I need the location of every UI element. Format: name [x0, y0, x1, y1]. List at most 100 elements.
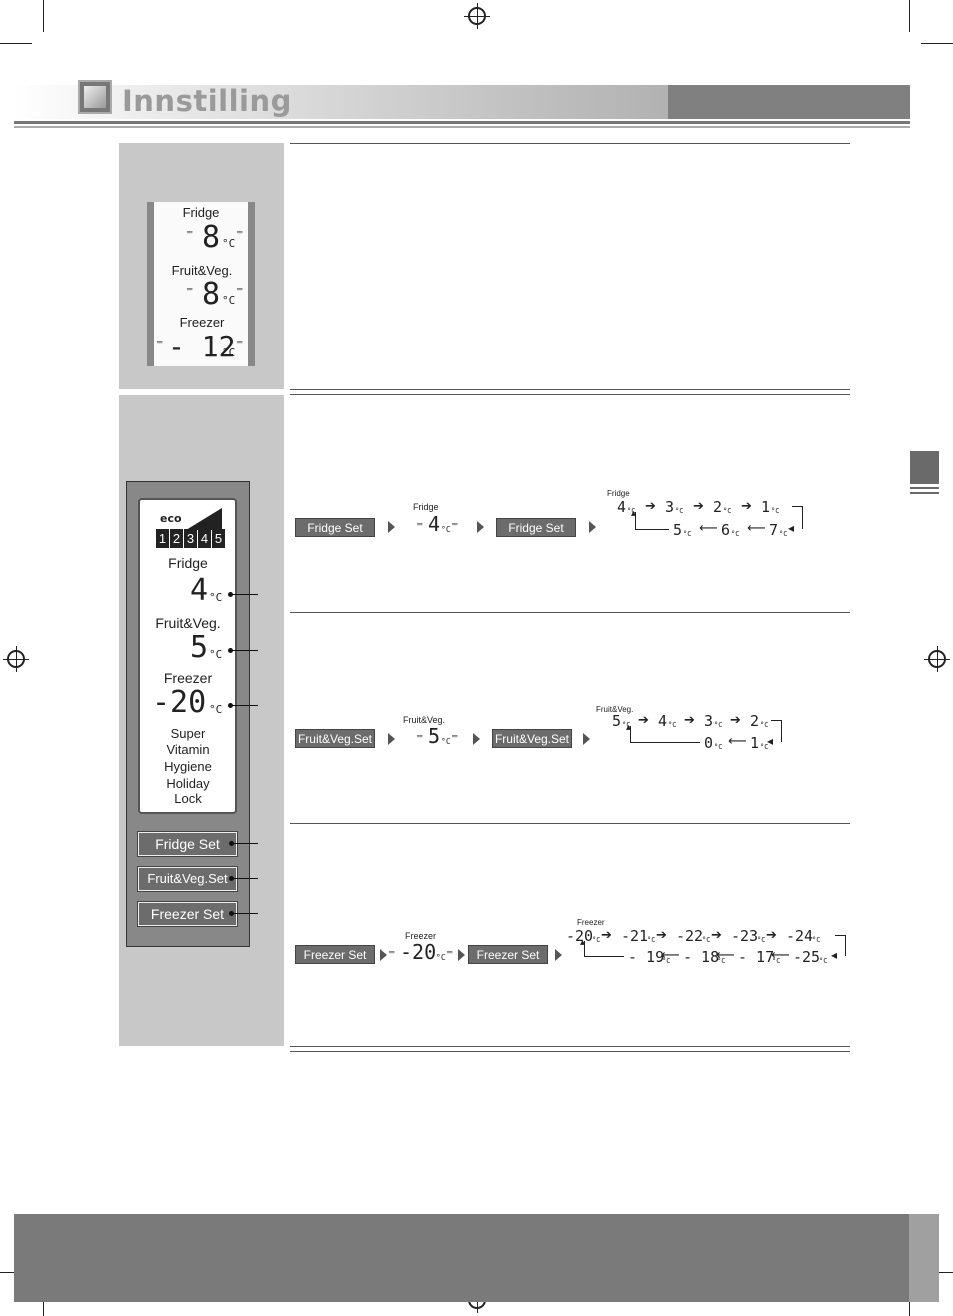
panel-freezer-label: Freezer — [163, 670, 213, 686]
cycle-connector — [630, 742, 700, 743]
cycle-arrow-icon: ⟵ — [771, 948, 790, 963]
cycle-connector — [792, 506, 802, 507]
eco-level-4: 4 — [198, 529, 211, 548]
cycle-connector — [630, 726, 631, 742]
panel-unit: °C — [209, 703, 223, 716]
cycle-arrow-icon: ➔ — [601, 928, 612, 943]
cycle-arrow-icon: ⟵ — [728, 734, 747, 749]
cycle-arrow-icon: ◂ — [831, 948, 838, 962]
step-fruit-set-button-2[interactable]: Fruit&Veg.Set — [492, 729, 572, 748]
cycle-unit: °C — [760, 743, 769, 751]
cycle-unit: °C — [772, 957, 781, 965]
step-fridge-set-button[interactable]: Fridge Set — [295, 518, 375, 537]
step-arrow-icon — [477, 521, 484, 533]
cycle-freezer-label: Freezer — [577, 918, 605, 927]
crop-mark — [921, 43, 953, 44]
cycle-value: -23 — [731, 927, 759, 945]
cycle-value: 5 — [612, 712, 622, 730]
cycle-value: - 18 — [683, 948, 720, 966]
blink-rays-icon: ⁼ — [451, 519, 458, 535]
blink-rays-icon: ⁼ — [236, 284, 243, 300]
cycle-arrow-icon: ➔ — [645, 499, 656, 514]
divider — [290, 1051, 850, 1052]
blink-rays-icon: ⁼ — [236, 337, 243, 353]
cycle-unit: °C — [723, 507, 732, 515]
cycle-value: 6 — [721, 521, 731, 539]
display-fridge-temp: 8 — [202, 220, 221, 255]
cycle-connector — [781, 720, 782, 742]
panel-unit: °C — [209, 648, 223, 661]
step-fruit-label: Fruit&Veg. — [403, 715, 446, 725]
cycle-arrow-icon: ⟵ — [699, 521, 718, 536]
cycle-value: 0 — [704, 734, 714, 752]
cycle-unit: °C — [647, 936, 656, 944]
cycle-arrow-icon: ▴ — [580, 937, 586, 948]
leader-dot — [229, 841, 234, 846]
mode-lock: Lock — [174, 791, 202, 806]
cycle-unit: °C — [622, 721, 631, 729]
display-unit: °C — [222, 237, 236, 250]
step-arrow-icon — [473, 733, 480, 745]
leader-dot — [229, 911, 234, 916]
cycle-value: 4 — [658, 712, 668, 730]
leader-line — [233, 878, 258, 879]
eco-level-5: 5 — [212, 529, 225, 548]
fridge-set-button[interactable]: Fridge Set — [137, 831, 238, 857]
panel-fridge-temp: 4 — [190, 573, 209, 608]
step-arrow-icon — [388, 521, 395, 533]
page-title: Innstilling — [122, 84, 292, 118]
panel-fruit-temp: 5 — [190, 630, 209, 665]
cycle-unit: °C — [819, 957, 828, 965]
eco-label: eco — [160, 512, 182, 525]
registration-mark-icon — [924, 646, 950, 672]
step-freezer-set-button-2[interactable]: Freezer Set — [468, 945, 548, 964]
step-fridge-set-button-2[interactable]: Fridge Set — [496, 518, 576, 537]
step-freezer-temp: -20 — [400, 940, 437, 964]
cycle-connector — [845, 935, 846, 956]
cycle-connector — [584, 956, 624, 957]
registration-mark-icon — [464, 3, 490, 29]
cycle-unit: °C — [662, 957, 671, 965]
step-freezer-set-button[interactable]: Freezer Set — [295, 945, 375, 964]
step-fridge-temp: 4 — [428, 512, 441, 536]
cycle-arrow-icon: ➔ — [638, 713, 649, 728]
leader-line — [233, 913, 258, 914]
cycle-unit: °C — [592, 936, 601, 944]
cycle-unit: °C — [731, 530, 740, 538]
cycle-unit: °C — [668, 721, 677, 729]
step-freezer-label: Freezer — [405, 931, 437, 941]
cycle-unit: °C — [812, 936, 821, 944]
cycle-unit: °C — [627, 507, 636, 515]
mode-vitamin: Vitamin — [166, 742, 210, 757]
cycle-connector — [835, 935, 845, 936]
divider — [290, 612, 850, 613]
eco-level-3: 3 — [184, 529, 197, 548]
crop-mark — [43, 0, 44, 32]
display-freezer-label: Freezer — [179, 315, 225, 330]
cycle-value: -24 — [786, 927, 814, 945]
cycle-unit: °C — [779, 530, 788, 538]
cycle-unit: °C — [717, 957, 726, 965]
step-fruit-temp: 5 — [428, 724, 441, 748]
cycle-arrow-icon: ➔ — [766, 928, 777, 943]
fruit-veg-set-button[interactable]: Fruit&Veg.Set — [137, 866, 238, 892]
divider — [290, 143, 850, 144]
cycle-arrow-icon: ◂ — [788, 521, 795, 535]
step-fruit-set-button[interactable]: Fruit&Veg.Set — [295, 729, 375, 748]
cycle-unit: °C — [771, 507, 780, 515]
control-display — [138, 498, 237, 814]
leader-dot — [229, 876, 234, 881]
step-unit: °C — [441, 525, 451, 534]
panel-fruit-label: Fruit&Veg. — [155, 615, 221, 631]
leader-line — [232, 650, 258, 651]
display-freezer-temp: - 12 — [168, 330, 236, 363]
cycle-connector — [635, 512, 636, 529]
header-rule — [14, 121, 910, 124]
cycle-value: -25 — [793, 948, 821, 966]
cycle-value: 4 — [617, 498, 627, 516]
cycle-value: -22 — [676, 927, 704, 945]
blink-rays-icon: ⁼ — [186, 227, 193, 243]
leader-dot — [228, 703, 233, 708]
freezer-set-button[interactable]: Freezer Set — [137, 901, 238, 927]
eco-level-2: 2 — [170, 529, 183, 548]
